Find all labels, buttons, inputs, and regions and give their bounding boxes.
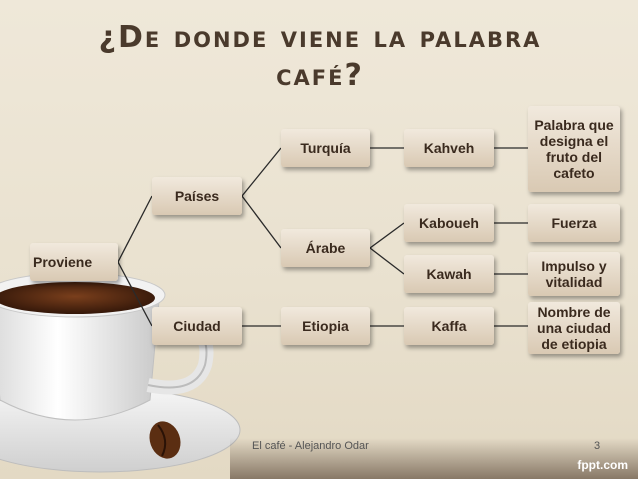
node-kaboueh: Kaboueh	[404, 204, 494, 242]
connector-proviene-ciudad	[117, 261, 153, 327]
node-turquia: Turquía	[281, 129, 370, 167]
connector-paises-arabe	[241, 195, 282, 249]
node-kawah: Kawah	[404, 255, 494, 293]
connector-arabe-kawah	[369, 247, 405, 275]
slide-title-line2: café?	[276, 58, 364, 93]
node-arabe: Árabe	[281, 229, 370, 267]
footer-author: El café - Alejandro Odar	[252, 440, 369, 452]
footer-page-number: 3	[594, 440, 601, 452]
node-paises: Países	[152, 177, 242, 215]
footer-bar	[230, 438, 638, 479]
node-ciudad: Ciudad	[152, 307, 242, 345]
slide-title-line1: ¿De donde viene la palabra	[98, 20, 542, 55]
node-palabra: Palabra que designa el fruto del cafeto	[528, 106, 620, 192]
connector-proviene-paises	[117, 195, 153, 263]
node-proviene: Proviene	[30, 243, 118, 281]
node-impulso: Impulso y vitalidad	[528, 252, 620, 296]
node-fuerza: Fuerza	[528, 204, 620, 242]
node-kahveh: Kahveh	[404, 129, 494, 167]
node-nombre: Nombre de una ciudad de etiopia	[528, 302, 620, 354]
node-etiopia: Etiopia	[281, 307, 370, 345]
node-kaffa: Kaffa	[404, 307, 494, 345]
connector-paises-turquia	[241, 147, 282, 197]
brand-logo-text: fppt.com	[577, 458, 628, 472]
connector-arabe-kaboueh	[369, 222, 405, 249]
